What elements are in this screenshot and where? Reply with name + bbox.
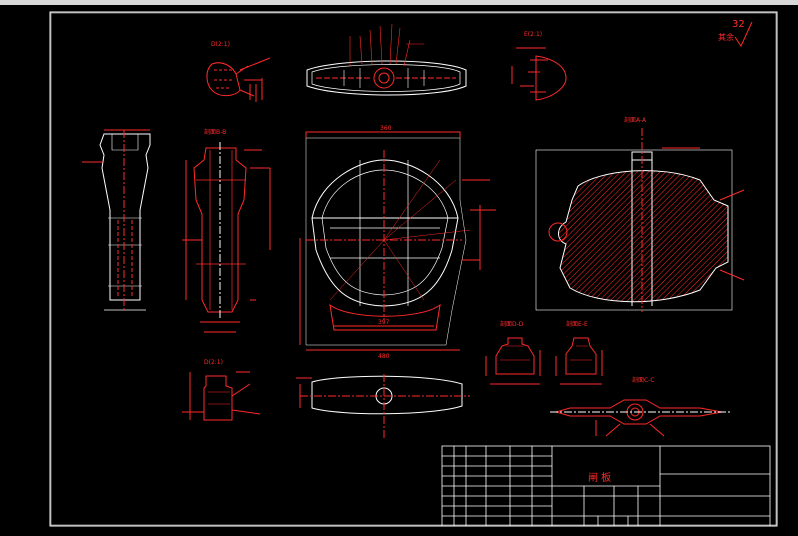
roughness-symbol: 32 其余 bbox=[718, 19, 753, 48]
section-b-label: 剖面B-B bbox=[204, 128, 226, 136]
detail-d-top-label: D(2:1) bbox=[211, 41, 230, 48]
main-front-view: 360 397 480 bbox=[299, 125, 496, 360]
section-c-label: 剖面C-C bbox=[632, 376, 655, 384]
section-a-label: 剖面A-A bbox=[624, 116, 647, 124]
section-e-label: 剖面E-E bbox=[566, 320, 588, 328]
detail-d-top: D(2:1) bbox=[206, 41, 271, 102]
section-d-label: 剖面D-D bbox=[500, 320, 524, 328]
detail-d-bottom-label: D(2:1) bbox=[204, 359, 223, 366]
section-b: 剖面B-B bbox=[182, 128, 271, 333]
left-elevation-view bbox=[82, 129, 151, 312]
top-view-plate bbox=[306, 23, 467, 96]
main-dim-bottom-outer: 480 bbox=[378, 353, 390, 360]
detail-d-bottom: D(2:1) bbox=[182, 359, 261, 421]
section-a: 剖面A-A bbox=[535, 116, 745, 312]
detail-e-top-label: E(2:1) bbox=[524, 31, 542, 38]
roughness-note: 其余 bbox=[718, 32, 734, 42]
title-block: 闸 板 bbox=[441, 445, 771, 527]
drawing-frame bbox=[49, 11, 778, 527]
main-dim-bottom-inner: 397 bbox=[378, 319, 390, 326]
section-d: 剖面D-D bbox=[485, 320, 541, 385]
section-c: 剖面C-C bbox=[550, 376, 730, 437]
window-top-bar bbox=[0, 0, 798, 5]
detail-e-top: E(2:1) bbox=[511, 31, 567, 101]
title-block-part-name: 闸 板 bbox=[588, 471, 611, 484]
bottom-plan-view bbox=[296, 374, 470, 440]
main-dim-top: 360 bbox=[380, 125, 392, 132]
section-e: 剖面E-E bbox=[555, 320, 603, 385]
roughness-value: 32 bbox=[732, 19, 745, 30]
